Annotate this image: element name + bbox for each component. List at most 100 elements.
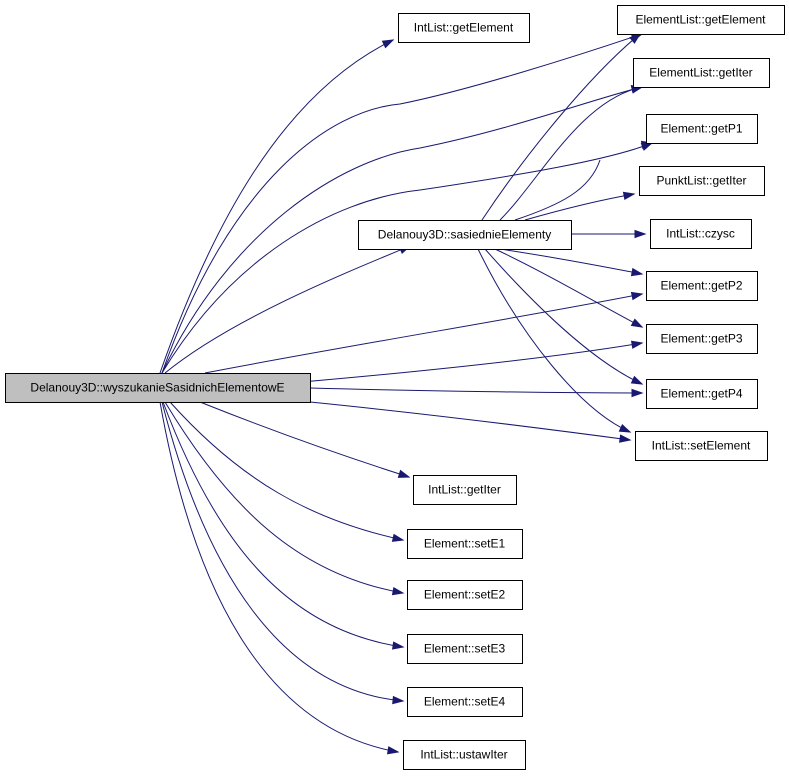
arrowhead-icon — [630, 340, 644, 349]
node-label: Element::setE4 — [424, 695, 506, 709]
node-box[interactable] — [617, 5, 785, 35]
node-box[interactable] — [646, 324, 758, 354]
node-pl-getit[interactable]: PunktList::getIter — [639, 166, 765, 196]
node-label: Element::setE2 — [424, 588, 506, 602]
node-e-sete4[interactable]: Element::setE4 — [407, 687, 523, 717]
arrowhead-icon — [381, 39, 395, 49]
edge-sasiedn-to-e-getp4 — [484, 248, 644, 385]
node-il-czysc[interactable]: IntList::czysc — [650, 219, 752, 249]
edge-line — [159, 39, 394, 374]
node-label: IntList::getElement — [414, 21, 514, 35]
node-label: IntList::ustawIter — [420, 748, 507, 762]
edge-line — [161, 86, 643, 374]
edge-line — [161, 33, 643, 374]
node-label: Element::setE3 — [424, 642, 506, 656]
arrowhead-icon — [618, 423, 632, 433]
arrowhead-icon — [619, 434, 632, 443]
arrowhead-icon — [392, 641, 405, 650]
edge-root-to-il-setel — [309, 401, 632, 443]
node-box[interactable] — [407, 580, 523, 610]
edge-line — [204, 293, 643, 374]
node-sasiedn[interactable]: Delanouy3D::sasiednieElementy — [358, 220, 572, 250]
node-box[interactable] — [646, 114, 758, 144]
edge-sasiedn-to-e-getp3 — [494, 248, 644, 328]
arrowhead-icon — [386, 746, 400, 755]
node-box[interactable] — [407, 687, 523, 717]
nodes-layer: Delanouy3D::wyszukanieSasidnichElementow… — [5, 5, 785, 770]
arrowhead-icon — [397, 469, 411, 478]
node-box[interactable] — [403, 740, 526, 770]
node-el-getit[interactable]: ElementList::getIter — [633, 58, 770, 88]
arrowhead-icon — [631, 388, 644, 398]
node-e-sete1[interactable]: Element::setE1 — [407, 529, 523, 559]
edge-sasiedn-to-il-czysc — [571, 229, 647, 239]
node-label: Delanouy3D::wyszukanieSasidnichElementow… — [30, 381, 284, 395]
edge-line — [169, 401, 404, 541]
edge-root-to-sasiedn — [164, 245, 412, 374]
node-e-sete2[interactable]: Element::setE2 — [407, 580, 523, 610]
arrowhead-icon — [391, 587, 405, 596]
node-label: Element::getP1 — [660, 122, 742, 136]
edge-line — [514, 159, 601, 221]
node-box[interactable] — [407, 529, 523, 559]
arrowhead-icon — [392, 695, 405, 705]
edge-line — [164, 245, 411, 374]
node-el-getel[interactable]: ElementList::getElement — [617, 5, 785, 35]
node-box[interactable] — [358, 220, 572, 250]
node-box[interactable] — [5, 373, 311, 403]
edge-root-to-el-getel — [161, 33, 644, 374]
node-label: IntList::czysc — [666, 227, 735, 241]
node-box[interactable] — [650, 219, 752, 249]
node-il-getel[interactable]: IntList::getElement — [398, 13, 530, 43]
node-label: Element::setE1 — [424, 537, 506, 551]
node-box[interactable] — [646, 379, 758, 409]
edge-sasiedn-to-il-setel — [477, 248, 632, 433]
arrowhead-icon — [634, 229, 647, 239]
node-box[interactable] — [639, 166, 765, 196]
node-il-setel[interactable]: IntList::setElement — [635, 431, 768, 461]
edge-line — [309, 387, 643, 394]
node-box[interactable] — [635, 431, 768, 461]
node-box[interactable] — [646, 271, 758, 301]
arrowhead-icon — [630, 291, 644, 301]
arrowhead-icon — [391, 533, 405, 542]
arrowhead-icon — [630, 318, 644, 328]
node-root[interactable]: Delanouy3D::wyszukanieSasidnichElementow… — [5, 373, 311, 403]
node-il-ustaw[interactable]: IntList::ustawIter — [403, 740, 526, 770]
edge-line — [161, 401, 404, 702]
arrowhead-icon — [630, 375, 644, 385]
edge-line — [477, 248, 631, 433]
node-label: Element::getP2 — [660, 279, 742, 293]
node-label: Delanouy3D::sasiednieElementy — [378, 228, 551, 242]
edge-root-to-e-getp4 — [309, 387, 644, 398]
edge-line — [161, 142, 653, 374]
edge-line — [309, 401, 631, 441]
node-e-getp4[interactable]: Element::getP4 — [646, 379, 758, 409]
node-e-getp1[interactable]: Element::getP1 — [646, 114, 758, 144]
edge-root-to-e-getp1 — [161, 142, 654, 374]
node-box[interactable] — [407, 634, 523, 664]
node-il-getit[interactable]: IntList::getIter — [413, 475, 517, 505]
edge-root-to-il-getit — [199, 401, 411, 478]
edge-line — [484, 248, 643, 385]
edge-line — [159, 401, 399, 753]
edge-sasiedn-to-pl-getit — [524, 191, 636, 221]
node-e-getp3[interactable]: Element::getP3 — [646, 324, 758, 354]
edge-sasiedn-to-el-getel — [481, 33, 642, 221]
node-label: ElementList::getElement — [635, 13, 766, 27]
node-e-sete3[interactable]: Element::setE3 — [407, 634, 523, 664]
edge-line — [481, 33, 641, 221]
node-box[interactable] — [633, 58, 770, 88]
node-label: IntList::setElement — [652, 439, 751, 453]
node-box[interactable] — [398, 13, 530, 43]
arrowhead-icon — [630, 267, 644, 277]
edge-line — [499, 248, 643, 275]
edge-line — [164, 401, 404, 594]
node-e-getp2[interactable]: Element::getP2 — [646, 271, 758, 301]
edge-sasiedn-to-e-getp2 — [499, 248, 644, 277]
node-box[interactable] — [413, 475, 517, 505]
edge-line — [524, 193, 635, 221]
arrowhead-icon — [622, 191, 636, 200]
edge-sasiedn-to-e-getp1 — [514, 140, 654, 221]
